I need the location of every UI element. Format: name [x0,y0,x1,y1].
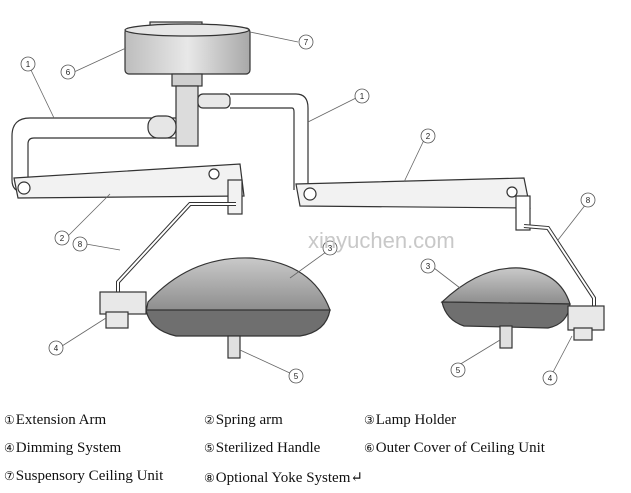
callout-5-left: 5 [294,372,299,381]
callout-6: 6 [66,68,71,77]
callout-8-left: 8 [78,240,83,249]
callout-circles [20,34,596,386]
left-extension-arm [11,115,245,215]
legend-label-7: Suspensory Ceiling Unit [15,468,164,484]
callout-8-right: 8 [586,196,591,205]
callout-2-right: 2 [426,132,431,141]
legend-num-4: ④ [4,441,15,455]
legend-label-5: Sterilized Handle [215,440,321,456]
legend-item-8: ⑧Optional Yoke System↵ [204,468,363,487]
callout-2-left: 2 [60,234,65,243]
legend-label-3: Lamp Holder [375,412,457,428]
callout-3-left: 3 [328,244,333,253]
leader-lines [29,31,587,375]
callout-3-right: 3 [426,262,431,271]
legend-num-3: ③ [364,413,375,427]
legend-item-3: ③Lamp Holder [364,412,456,429]
right-lamp-assembly [440,224,605,349]
callout-4-left: 4 [54,344,59,353]
legend-label-4: Dimming System [15,440,122,456]
ceiling-unit [124,21,251,147]
legend-item-4: ④Dimming System [4,440,121,457]
callout-7: 7 [304,38,309,47]
legend-num-6: ⑥ [364,441,375,455]
right-extension-arm [230,93,531,231]
left-lamp-assembly [99,202,331,359]
callout-5-right: 5 [456,366,461,375]
legend-num-8: ⑧ [204,471,215,485]
legend-num-5: ⑤ [204,441,215,455]
legend-num-7: ⑦ [4,469,15,483]
callout-4-right: 4 [548,374,553,383]
callout-1-top: 1 [26,60,31,69]
legend-label-6: Outer Cover of Ceiling Unit [375,440,545,456]
parts-legend: ①Extension Arm ②Spring arm ③Lamp Holder … [4,410,624,490]
watermark: xinyuchen.com [308,228,455,253]
legend-label-1: Extension Arm [15,412,107,428]
legend-item-2: ②Spring arm [204,412,283,429]
legend-item-7: ⑦Suspensory Ceiling Unit [4,468,163,485]
legend-label-8: Optional Yoke System↵ [215,470,363,486]
callout-1-right: 1 [360,92,365,101]
legend-label-2: Spring arm [215,412,283,428]
legend-item-1: ①Extension Arm [4,412,106,429]
legend-num-2: ② [204,413,215,427]
legend-item-5: ⑤Sterilized Handle [204,440,320,457]
legend-num-1: ① [4,413,15,427]
legend-item-6: ⑥Outer Cover of Ceiling Unit [364,440,545,457]
callout-labels: 1 6 7 1 2 2 8 3 3 8 4 5 5 4 [26,38,591,383]
